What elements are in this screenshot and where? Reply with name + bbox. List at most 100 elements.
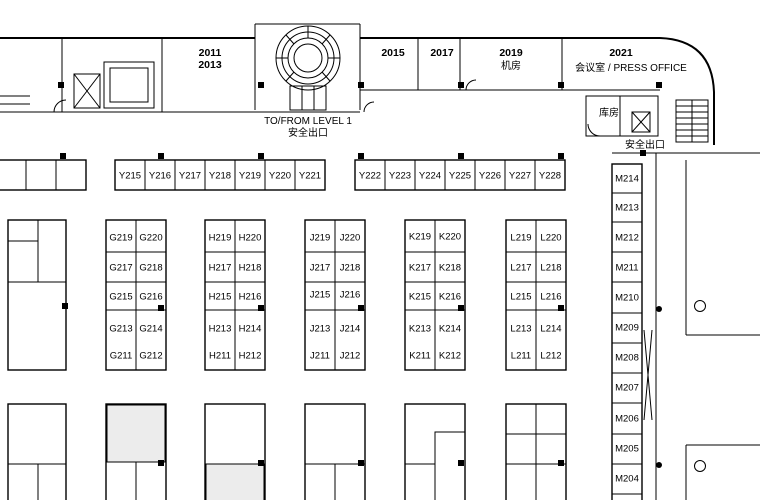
booth-m213: M213 — [615, 203, 639, 214]
room-2015-label: 2015 — [381, 47, 405, 59]
exit-label-right: 安全出口 — [625, 138, 665, 151]
right-corridor — [612, 152, 760, 500]
booth-k220: K220 — [439, 232, 461, 243]
booth-l220: L220 — [540, 233, 561, 244]
booth-j218: J218 — [340, 263, 361, 274]
booth-k215: K215 — [409, 292, 431, 303]
stair-label-line2: 安全出口 — [288, 126, 328, 139]
left-partial-booths — [0, 153, 87, 500]
booth-y228: Y228 — [539, 171, 561, 182]
booth-block-h: H219 H220 H217 H218 H215 H216 H213 H214 … — [204, 219, 266, 371]
booth-g213: G213 — [109, 324, 132, 335]
booth-j217: J217 — [310, 263, 331, 274]
booth-m208: M208 — [615, 353, 639, 364]
booth-j219: J219 — [310, 233, 331, 244]
booth-m205: M205 — [615, 444, 639, 455]
booth-y221: Y221 — [299, 171, 321, 182]
room-2013-label: 2013 — [198, 59, 222, 71]
booth-l216: L216 — [540, 292, 561, 303]
booth-m214: M214 — [615, 174, 639, 185]
booth-k218: K218 — [439, 263, 461, 274]
booth-k212: K212 — [439, 351, 461, 362]
booth-g214: G214 — [139, 324, 162, 335]
spiral-staircase — [275, 25, 341, 111]
booth-l213: L213 — [510, 324, 531, 335]
room-2021-label: 2021 — [609, 47, 633, 59]
booth-j213: J213 — [310, 324, 331, 335]
room-2021-sublabel: 会议室 / PRESS OFFICE — [575, 61, 687, 74]
booth-k213: K213 — [409, 324, 431, 335]
booth-g215: G215 — [109, 292, 132, 303]
booth-l218: L218 — [540, 263, 561, 274]
booth-k217: K217 — [409, 263, 431, 274]
booth-g216: G216 — [139, 292, 162, 303]
booth-y220: Y220 — [269, 171, 291, 182]
room-2017-label: 2017 — [430, 47, 454, 59]
booth-g217: G217 — [109, 263, 132, 274]
storage-room-label: 库房 — [599, 106, 619, 119]
booth-y225: Y225 — [449, 171, 471, 182]
booth-m209: M209 — [615, 323, 639, 334]
booth-g218: G218 — [139, 263, 162, 274]
booth-h212: H212 — [239, 351, 262, 362]
booth-block-l: L219 L220 L217 L218 L215 L216 L213 L214 … — [505, 219, 567, 371]
room-2011-label: 2011 — [199, 47, 222, 59]
booth-y226: Y226 — [479, 171, 501, 182]
booth-m211: M211 — [615, 263, 638, 274]
booth-block-g: G219 G220 G217 G218 G215 G216 G213 G214 … — [105, 219, 167, 371]
y-booth-row-b — [354, 153, 566, 191]
bottom-partial-blocks — [105, 403, 567, 500]
booth-y217: Y217 — [179, 171, 201, 182]
booth-y223: Y223 — [389, 171, 411, 182]
booth-column-m: M214 M213 M212 M211 M210 M209 M208 M207 … — [611, 163, 643, 500]
booth-j215: J215 — [310, 290, 331, 301]
booth-k216: K216 — [439, 292, 461, 303]
booth-g220: G220 — [139, 233, 162, 244]
booth-h217: H217 — [209, 263, 232, 274]
booth-y216: Y216 — [149, 171, 171, 182]
booth-m204: M204 — [615, 474, 639, 485]
booth-k214: K214 — [439, 324, 461, 335]
booth-h211: H211 — [209, 351, 231, 362]
booth-k211: K211 — [409, 351, 430, 362]
booth-l211: L211 — [511, 351, 531, 362]
booth-j212: J212 — [340, 351, 361, 362]
booth-g219: G219 — [109, 233, 132, 244]
booth-y218: Y218 — [209, 171, 231, 182]
booth-k219: K219 — [409, 232, 431, 243]
booth-m207: M207 — [615, 383, 639, 394]
booth-h216: H216 — [239, 292, 262, 303]
booth-l215: L215 — [510, 292, 531, 303]
booth-j216: J216 — [340, 290, 361, 301]
booth-y224: Y224 — [419, 171, 441, 182]
booth-l214: L214 — [540, 324, 561, 335]
staircase-right — [676, 100, 708, 142]
booth-m206: M206 — [615, 414, 639, 425]
booth-y215: Y215 — [119, 171, 141, 182]
booth-l219: L219 — [510, 233, 531, 244]
top-rooms — [0, 23, 715, 156]
booth-block-j: J219 J220 J217 J218 J215 J216 J213 J214 … — [304, 219, 366, 371]
booth-block-k: K219 K220 K217 K218 K215 K216 K213 K214 … — [404, 219, 466, 371]
booth-h218: H218 — [239, 263, 262, 274]
booth-h219: H219 — [209, 233, 232, 244]
room-2019-label: 2019 — [499, 47, 523, 59]
booth-h213: H213 — [209, 324, 232, 335]
booth-g211: G211 — [110, 351, 133, 362]
booth-m210: M210 — [615, 293, 639, 304]
booth-h215: H215 — [209, 292, 232, 303]
booth-y222: Y222 — [359, 171, 381, 182]
booth-j214: J214 — [340, 324, 361, 335]
booth-l217: L217 — [510, 263, 531, 274]
booth-h214: H214 — [239, 324, 262, 335]
y-booth-row-a — [114, 153, 326, 191]
booth-y227: Y227 — [509, 171, 531, 182]
booth-y219: Y219 — [239, 171, 261, 182]
room-2019-sublabel: 机房 — [501, 59, 521, 72]
booth-h220: H220 — [239, 233, 262, 244]
booth-m212: M212 — [615, 233, 639, 244]
booth-j220: J220 — [340, 233, 361, 244]
booth-g212: G212 — [139, 351, 162, 362]
booth-j211: J211 — [310, 351, 330, 362]
